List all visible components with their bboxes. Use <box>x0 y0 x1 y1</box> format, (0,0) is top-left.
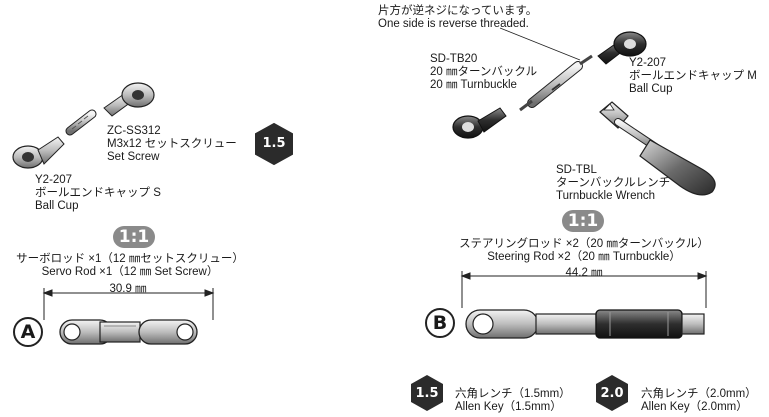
hex-badge-1-5 <box>255 122 293 166</box>
turnbuckle-name-en: 20 ㎜ Turnbuckle <box>430 79 517 91</box>
servo-rod-title-en: Servo Rod ×1（12 ㎜ Set Screw） <box>41 266 219 278</box>
ball-cup-m-lower-illustration <box>452 107 507 139</box>
ball-cup-m-code: Y2-207 <box>629 57 667 69</box>
steering-rod-assembly <box>465 309 705 339</box>
ball-cup-s-left-illustration <box>12 136 65 169</box>
label-b-circle <box>425 308 455 338</box>
dimension-line-left <box>42 288 215 320</box>
turnbuckle-code: SD-TB20 <box>430 53 478 65</box>
set-screw-code: ZC-SS312 <box>107 125 161 137</box>
ball-cup-m-name-jp: ボールエンドキャップ M <box>629 70 757 82</box>
scale-badge-left: 1:1 <box>118 227 150 247</box>
servo-rod-title-jp: サーボロッド ×1（12 ㎜セットスクリュー） <box>16 253 244 265</box>
allen-key-1-5-badge-label: 1.5 <box>415 386 439 401</box>
reverse-thread-note-en: One side is reverse threaded. <box>378 18 529 30</box>
reverse-thread-note-jp: 片方が逆ネジになっています。 <box>378 5 538 17</box>
label-a-circle <box>13 317 43 347</box>
ball-cup-s-right-illustration <box>103 82 155 117</box>
servo-rod-dimension: 30.9 ㎜ <box>109 283 147 295</box>
ball-cup-s-name-jp: ボールエンドキャップ S <box>35 187 161 199</box>
steering-rod-title-jp: ステアリングロッド ×2（20 ㎜ターンバックル） <box>459 238 709 250</box>
set-screw-name-jp: M3x12 セットスクリュー <box>107 138 237 150</box>
scale-badge-left-shape <box>113 226 155 248</box>
steering-rod-title-en: Steering Rod ×2（20 ㎜ Turnbuckle） <box>487 251 681 263</box>
ball-cup-m-upper-illustration <box>597 31 647 65</box>
label-a: A <box>20 321 36 343</box>
wrench-code: SD-TBL <box>556 164 597 176</box>
allen-key-2-0-badge-shape <box>596 375 628 411</box>
set-screw-illustration <box>65 109 97 136</box>
dimension-line-right <box>460 271 708 308</box>
allen-key-2-0-label-en: Allen Key（2.0mm） <box>641 401 748 413</box>
set-screw-name-en: Set Screw <box>107 151 160 163</box>
wrench-name-jp: ターンバックルレンチ <box>556 177 671 189</box>
ball-cup-s-code: Y2-207 <box>35 174 73 186</box>
allen-key-1-5-label-jp: 六角レンチ（1.5mm） <box>455 388 571 400</box>
turnbuckle-name-jp: 20 ㎜ターンバックル <box>430 66 538 78</box>
scale-badge-right: 1:1 <box>567 211 599 231</box>
servo-rod-assembly <box>59 319 198 345</box>
note-leader-line <box>499 27 581 61</box>
allen-key-2-0-badge-label: 2.0 <box>600 386 624 401</box>
turnbuckle-wrench-illustration <box>599 101 716 196</box>
ball-cup-m-name-en: Ball Cup <box>629 83 673 95</box>
allen-key-2-0-label-jp: 六角レンチ（2.0mm） <box>641 388 757 400</box>
wrench-name-en: Turnbuckle Wrench <box>556 190 656 202</box>
ball-cup-s-name-en: Ball Cup <box>35 200 79 212</box>
steering-rod-dimension: 44.2 ㎜ <box>565 267 603 279</box>
turnbuckle-illustration <box>519 54 593 112</box>
label-b: B <box>432 312 448 334</box>
allen-key-1-5-label-en: Allen Key（1.5mm） <box>455 401 562 413</box>
hex-badge-left-label: 1.5 <box>262 136 286 151</box>
allen-key-1-5-badge-shape <box>411 375 443 411</box>
scale-badge-right-shape <box>562 210 604 232</box>
